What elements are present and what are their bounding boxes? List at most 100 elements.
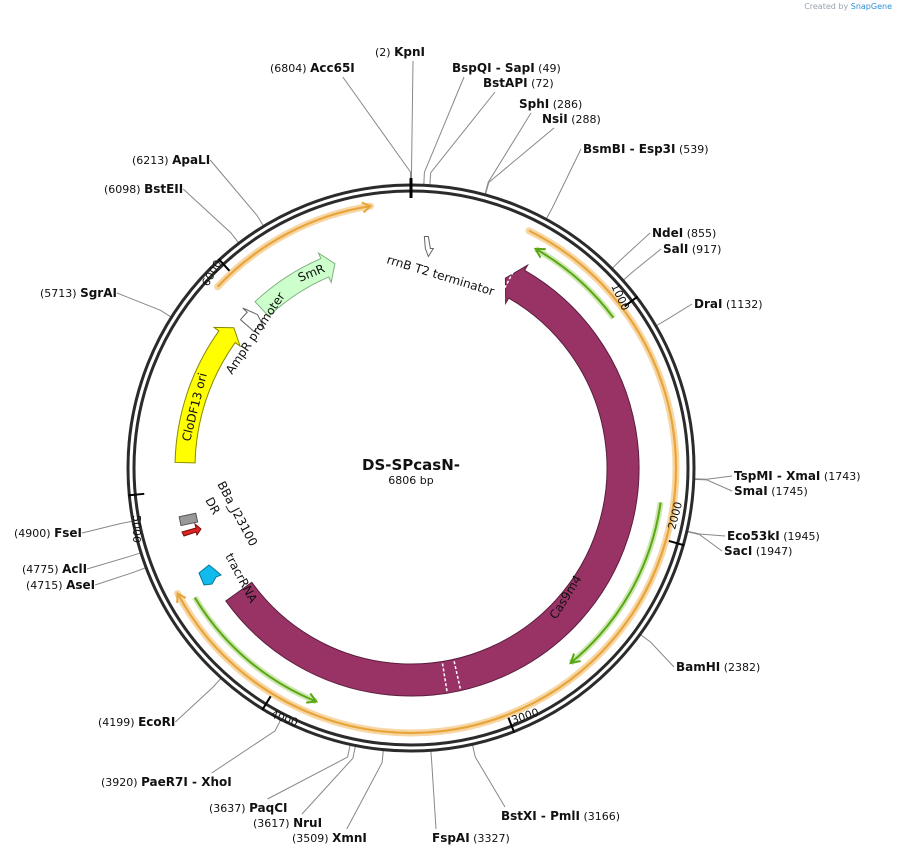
site-label-tspmi: TspMI - XmaI (1743) — [734, 469, 860, 483]
site-label-kpni: (2) KpnI — [375, 45, 425, 59]
site-name: SphI — [519, 97, 549, 111]
green-arc-b — [569, 502, 662, 664]
site-sep: - — [773, 469, 786, 483]
site-pos: (1945) — [780, 530, 820, 543]
site-pos: (1947) — [752, 545, 792, 558]
site-leader-bsteii — [182, 188, 240, 244]
site-name: NruI — [293, 816, 322, 830]
credit-brand: SnapGene — [850, 2, 892, 11]
site-label-drai: DraI (1132) — [694, 297, 763, 311]
green-arc-c — [193, 596, 317, 703]
site-label-asei: (4715) AseI — [26, 578, 95, 592]
site-name: PaqCI — [249, 801, 287, 815]
site-pos: (917) — [688, 243, 721, 256]
ruler-tick-3000 — [507, 717, 516, 733]
site-name: SgrAI — [80, 286, 117, 300]
ruler-label-4000: 4000 — [269, 708, 300, 730]
site-pos: (1745) — [768, 485, 808, 498]
site-name: ApaLI — [172, 153, 210, 167]
orange-arc-top-left-head — [361, 201, 373, 214]
site-label-bsmbi: BsmBI - Esp3I (539) — [583, 142, 709, 156]
site-pos: (3509) — [292, 832, 329, 845]
site-name2: XmaI — [786, 469, 820, 483]
site-pos: (3617) — [253, 817, 290, 830]
site-pos: (3327) — [470, 832, 510, 845]
ruler-tick-4000 — [261, 695, 272, 711]
site-leader-sgrai — [116, 292, 172, 318]
site-label-nrui: (3617) NruI — [253, 816, 322, 830]
site-name: FspAI — [432, 831, 470, 845]
site-leader-drai — [655, 303, 693, 327]
site-leader-saci — [686, 531, 723, 552]
site-leader-xmni — [346, 749, 384, 830]
site-pos: (4900) — [14, 527, 51, 540]
site-name: Eco53kI — [727, 529, 780, 543]
green-arc-c-head — [306, 692, 319, 704]
site-name: BstEII — [144, 182, 183, 196]
site-pos: (72) — [528, 77, 554, 90]
orange-arc-main — [176, 229, 678, 735]
site-leader-acli — [86, 552, 142, 570]
site-label-smai: SmaI (1745) — [734, 484, 808, 498]
site-pos: (3166) — [580, 810, 620, 823]
site-pos: (2382) — [720, 661, 760, 674]
site-label-nsii: NsiI (288) — [542, 112, 601, 126]
feature-rrnb-t2-terminator — [423, 236, 435, 258]
site-name: BamHI — [676, 660, 720, 674]
site-label-bamhi: BamHI (2382) — [676, 660, 760, 674]
site-leader-sphi — [484, 112, 532, 195]
site-leader-asei — [94, 567, 147, 586]
site-leader-nsii — [484, 127, 555, 196]
site-leader-smai — [693, 478, 733, 492]
site-label-fsei: (4900) FseI — [14, 526, 82, 540]
site-name: SalI — [663, 242, 688, 256]
site-name: PaeR7I — [141, 775, 188, 789]
site-pos: (6098) — [104, 183, 141, 196]
feature-cas9m4 — [225, 263, 640, 697]
site-leader-kpni — [411, 60, 414, 185]
site-sep: - — [492, 61, 505, 75]
green-arc-b-head — [569, 653, 581, 665]
site-pos: (4199) — [98, 716, 135, 729]
site-pos: (288) — [568, 113, 601, 126]
site-name: BsmBI — [583, 142, 625, 156]
feature-clodf13-ori — [174, 326, 242, 464]
site-label-bstxi: BstXI - PmlI (3166) — [501, 809, 620, 823]
site-label-sphi: SphI (286) — [519, 97, 582, 111]
orange-arc-main-head — [176, 591, 187, 604]
credit-prefix: Created by — [804, 2, 849, 11]
site-name: EcoRI — [138, 715, 175, 729]
feature-ampr-promoter — [239, 307, 266, 333]
site-label-ndei: NdeI (855) — [652, 226, 716, 240]
site-label-bspqi: BspQI - SapI (49) — [452, 61, 561, 75]
feature-arcs — [174, 201, 680, 737]
site-label-sgrai: (5713) SgrAI — [40, 286, 117, 300]
site-pos: (49) — [535, 62, 561, 75]
site-leader-bsmbi — [545, 148, 582, 220]
site-leader-bamhi — [639, 633, 675, 668]
snapgene-credit: Created by SnapGene — [804, 2, 892, 11]
site-sep: - — [625, 142, 638, 156]
site-name: Acc65I — [310, 61, 355, 75]
label-dr: DR — [202, 495, 223, 517]
site-label-acc65i: (6804) Acc65I — [270, 61, 355, 75]
site-name: BstAPI — [483, 76, 528, 90]
site-leader-nrui — [301, 745, 356, 815]
site-name: AseI — [66, 578, 95, 592]
green-arc-a — [535, 248, 615, 319]
site-label-bstapi: BstAPI (72) — [483, 76, 554, 90]
site-label-ecori: (4199) EcoRI — [98, 715, 175, 729]
site-label-sali: SalI (917) — [663, 242, 721, 256]
green-arc-a-head — [533, 247, 546, 259]
ruler-tick-6000 — [217, 258, 231, 272]
site-name: DraI — [694, 297, 722, 311]
site-label-bsteii: (6098) BstEII — [104, 182, 183, 196]
site-pos: (286) — [549, 98, 582, 111]
ruler-tick-5000 — [128, 492, 145, 497]
site-name2: Esp3I — [639, 142, 676, 156]
site-name: FseI — [54, 526, 82, 540]
site-leader-ndei — [611, 232, 651, 270]
site-label-xmni: (3509) XmnI — [292, 831, 367, 845]
feature-dr — [181, 522, 202, 537]
